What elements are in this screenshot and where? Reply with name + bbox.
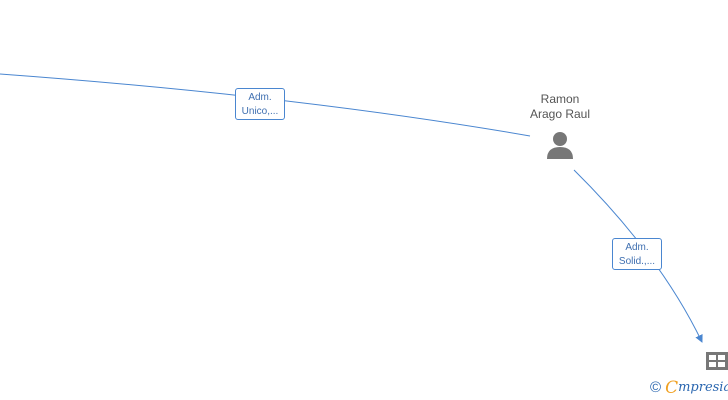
copyright-symbol: © xyxy=(650,379,662,396)
brand-name: mpresia xyxy=(678,380,728,395)
company-building-icon[interactable] xyxy=(706,352,728,370)
edge-label-line1: Adm. xyxy=(625,242,649,253)
edge-label-line1: Adm. xyxy=(248,92,272,103)
person-name: Ramon Arago Raul xyxy=(520,92,600,122)
edge-label-line2: Solid.,... xyxy=(618,256,656,267)
brand-e: C xyxy=(665,378,679,398)
person-icon xyxy=(547,132,573,159)
edge-label-adm-solid[interactable]: Adm. Solid.,... xyxy=(612,238,662,270)
person-name-line2: Arago Raul xyxy=(529,107,591,121)
person-node[interactable]: Ramon Arago Raul xyxy=(520,92,600,160)
edge-label-adm-unico[interactable]: Adm. Unico,... xyxy=(235,88,285,120)
empresia-logo: © C mpresia xyxy=(650,379,728,397)
person-name-line1: Ramon xyxy=(540,92,580,106)
edge-label-line2: Unico,... xyxy=(241,106,279,117)
